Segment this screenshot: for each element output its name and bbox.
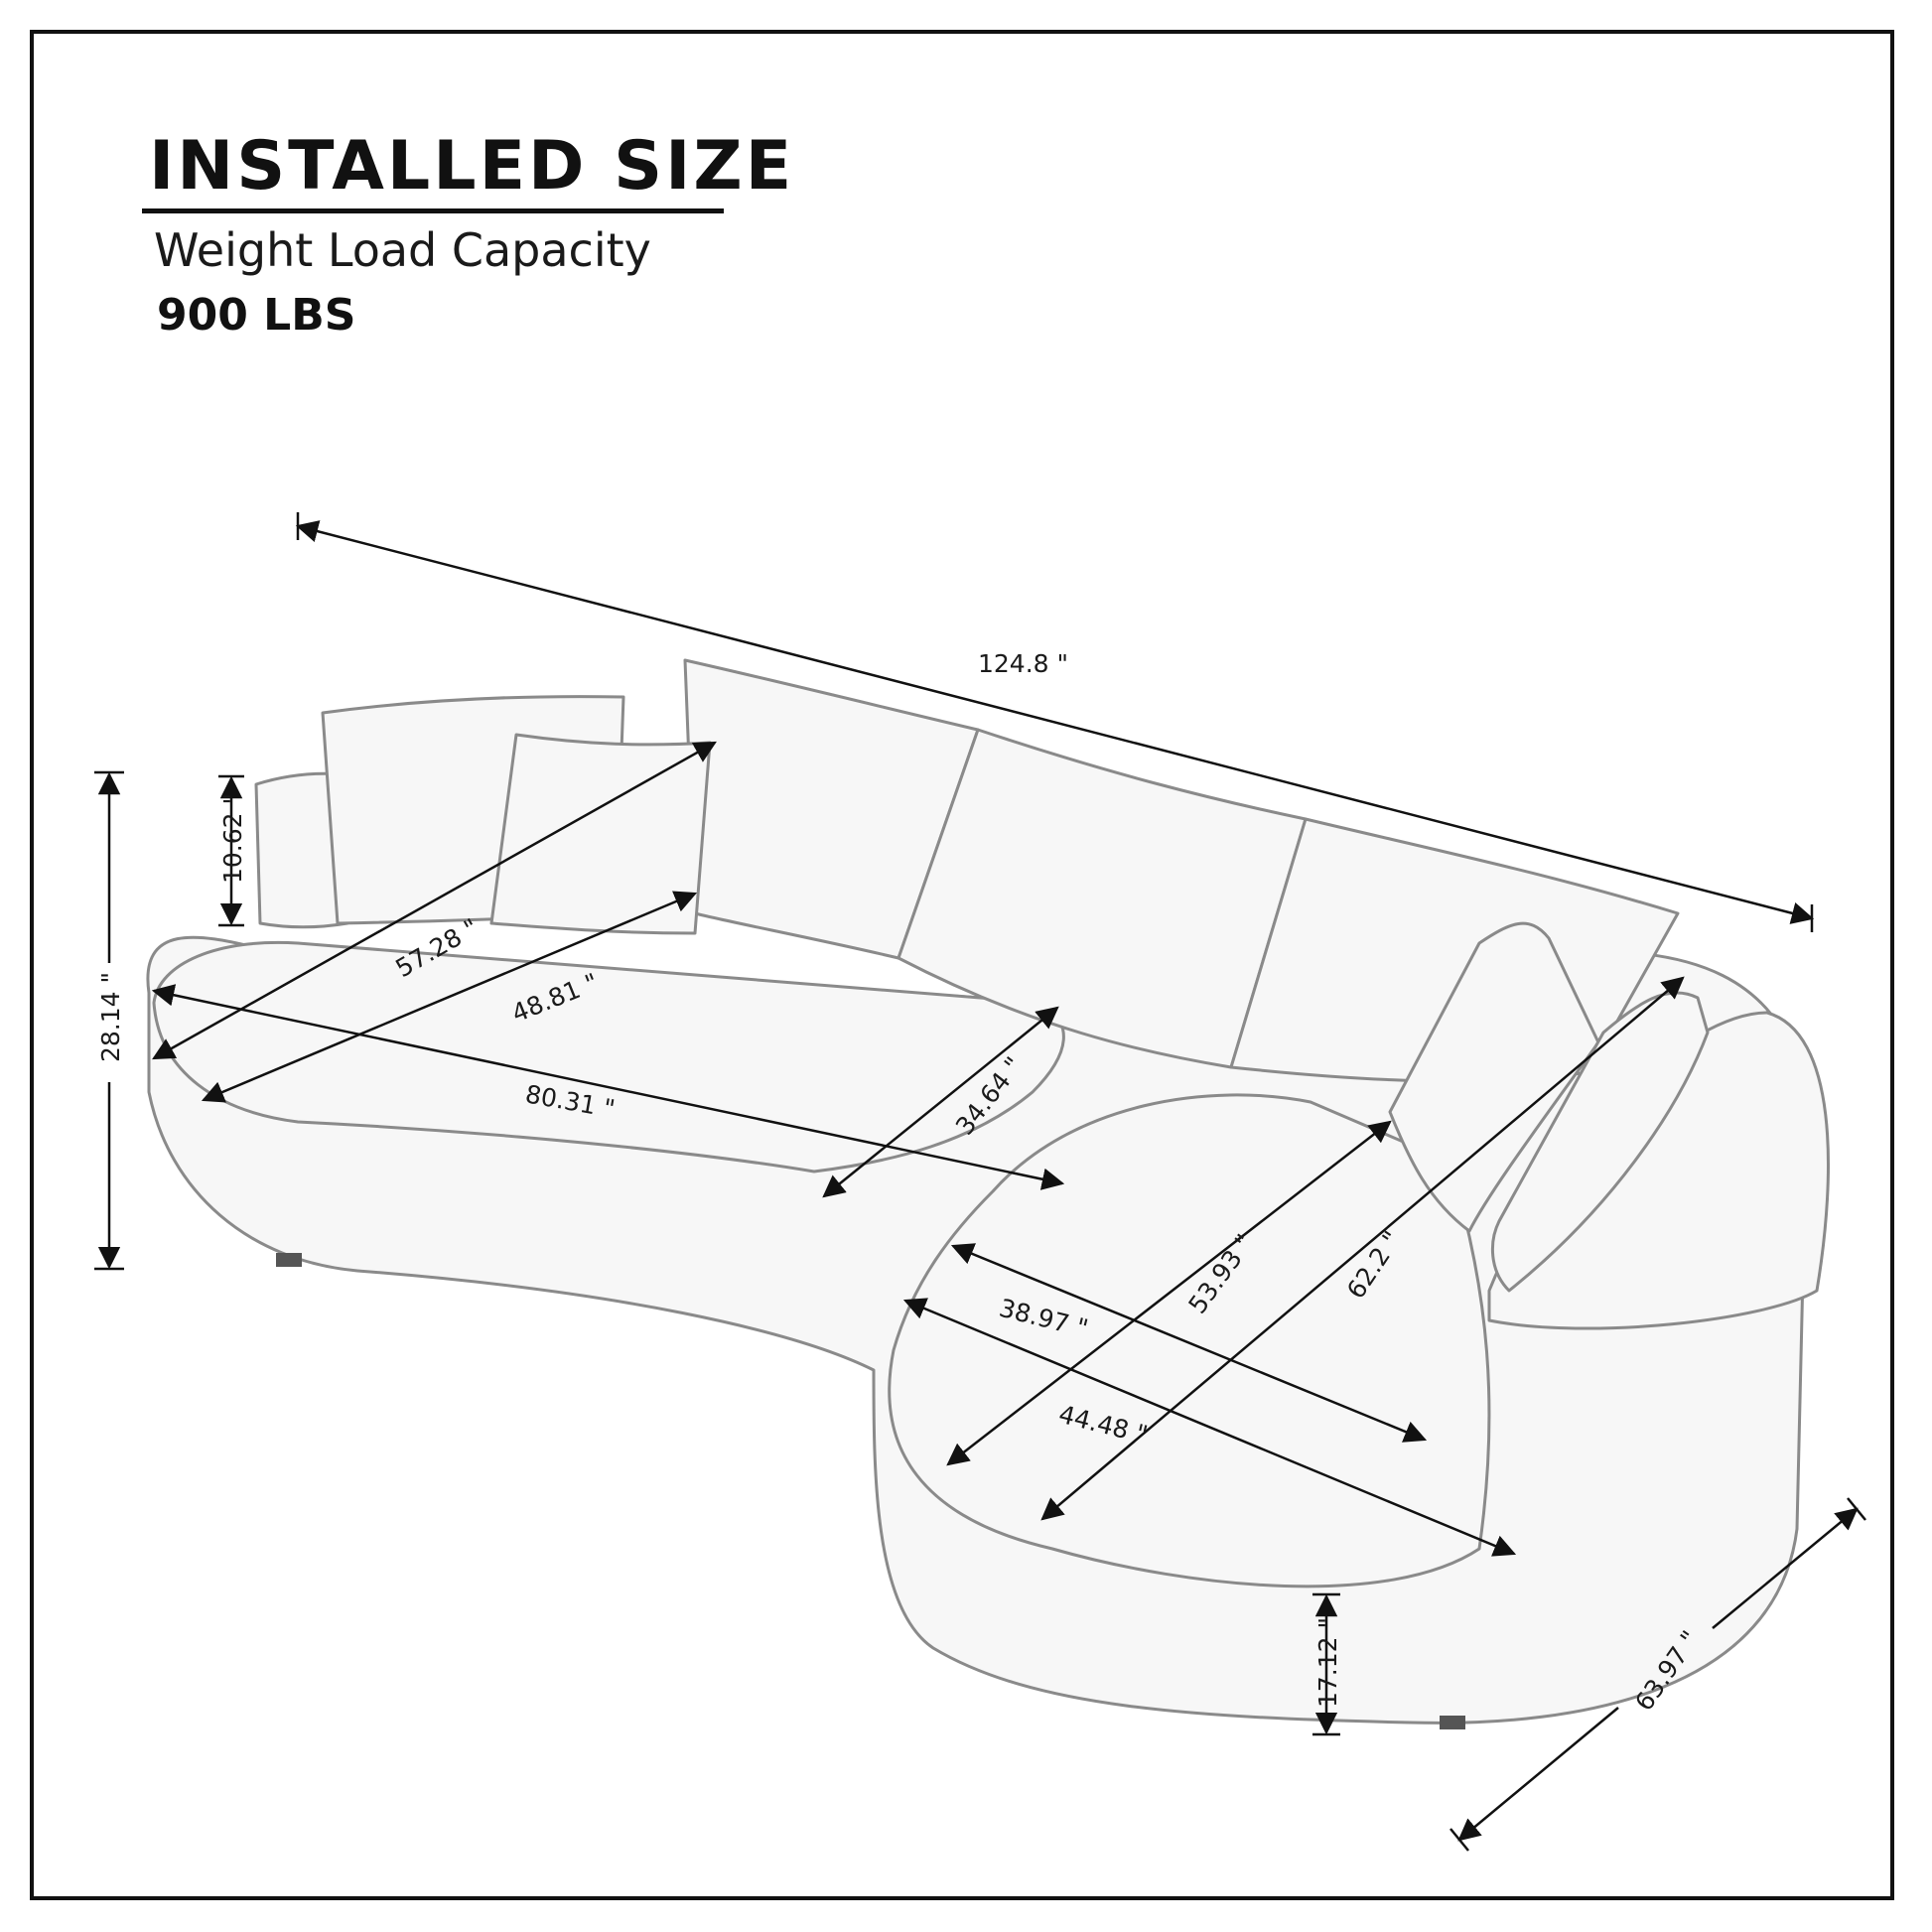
border-frame [30,30,1894,1900]
tick-chaise-depth-a [1847,1497,1866,1521]
sofa-illustration [146,658,1830,1729]
dim-line-seat-depth [822,1006,1059,1198]
dim-line-chaise-depth-lower [1457,1707,1619,1842]
weight-capacity-value: 900 LBS [157,290,356,341]
title-underline [142,208,724,213]
dim-line-total-length [295,520,1815,924]
weight-capacity-label: Weight Load Capacity [154,223,651,277]
page-title: INSTALLED SIZE [149,127,795,206]
label-seat-height: 17.12 " [1313,1617,1342,1708]
sofa-foot-left [276,1253,302,1267]
label-total-height: 28.14 " [96,972,125,1062]
tick-chaise-depth-b [1449,1828,1469,1852]
label-total-length: 124.8 " [978,649,1068,678]
dim-line-chaise-width [902,1298,1517,1557]
label-pillow-height: 10.62 " [218,793,247,884]
dim-line-chaise-depth-upper [1712,1507,1859,1629]
sofa-foot-right [1440,1716,1465,1729]
